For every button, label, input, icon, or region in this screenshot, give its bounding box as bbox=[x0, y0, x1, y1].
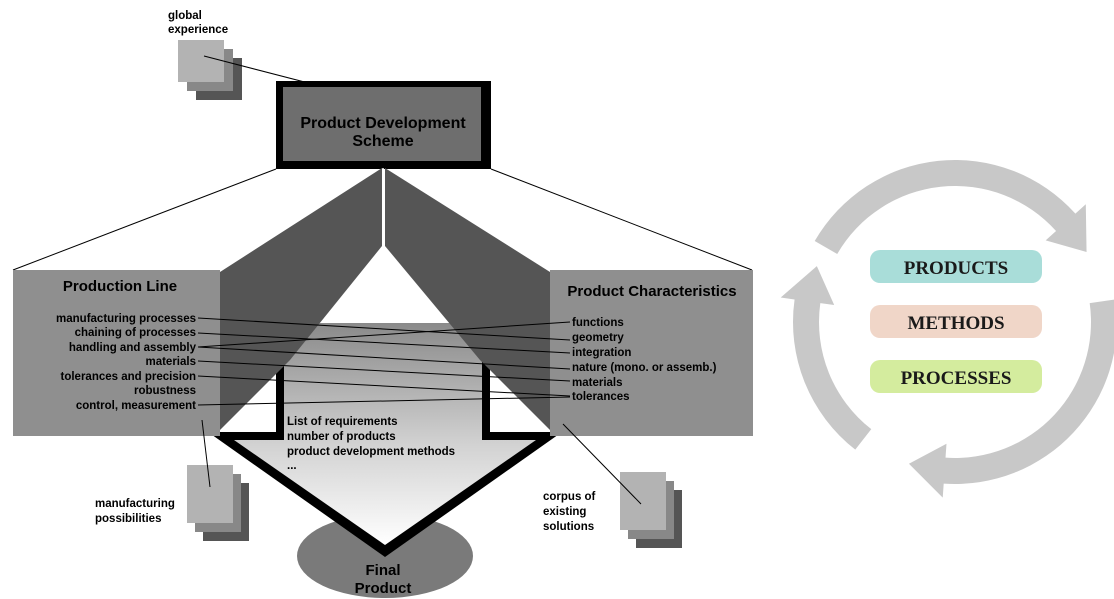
global-experience-document-icon bbox=[178, 40, 242, 100]
production-item: manufacturing processes bbox=[56, 313, 196, 325]
fan-line-left bbox=[12, 168, 277, 271]
product-characteristics-title: Product Characteristics bbox=[567, 283, 736, 300]
cycle-diagram bbox=[780, 159, 1114, 498]
characteristic-item: geometry bbox=[572, 332, 624, 344]
production-item: materials bbox=[145, 356, 196, 368]
production-line-items: manufacturing processes chaining of proc… bbox=[56, 313, 197, 412]
manufacturing-connector bbox=[201, 419, 211, 488]
cycle-labels: PRODUCTS METHODS PROCESSES bbox=[870, 250, 1042, 393]
right-wing bbox=[385, 168, 550, 430]
processes-label: PROCESSES bbox=[901, 368, 1012, 389]
characteristic-item: functions bbox=[572, 317, 624, 329]
methods-label: METHODS bbox=[907, 313, 1004, 334]
product-development-scheme-box bbox=[276, 81, 491, 169]
characteristic-item: tolerances bbox=[572, 391, 630, 403]
corpus-document-icon bbox=[620, 472, 682, 548]
requirement-item: number of products bbox=[287, 431, 396, 443]
production-item: handling and assembly bbox=[69, 342, 197, 354]
production-item: tolerances and precision bbox=[61, 371, 197, 383]
cycle-arrow-2 bbox=[908, 299, 1114, 498]
final-product-label: Final bbox=[365, 562, 400, 579]
product-characteristics-panel bbox=[550, 270, 753, 436]
scheme-title: Product Development bbox=[300, 115, 466, 132]
cycle-arrow-3 bbox=[780, 266, 872, 450]
product-characteristics-items: functions geometry integration nature (m… bbox=[572, 317, 717, 403]
manufacturing-possibilities-label-2: possibilities bbox=[95, 513, 161, 525]
products-label: PRODUCTS bbox=[904, 258, 1009, 279]
corpus-label-3: solutions bbox=[543, 521, 594, 533]
characteristic-item: materials bbox=[572, 377, 623, 389]
cycle-arrow-1 bbox=[814, 159, 1087, 254]
requirement-item: List of requirements bbox=[287, 416, 398, 428]
production-item: robustness bbox=[134, 385, 196, 397]
manufacturing-possibilities-document-icon bbox=[187, 465, 249, 541]
characteristic-item: integration bbox=[572, 347, 631, 359]
cross-link-lines bbox=[197, 317, 571, 406]
production-item: chaining of processes bbox=[75, 327, 196, 339]
corpus-label-2: existing bbox=[543, 506, 586, 518]
manufacturing-possibilities-label: manufacturing bbox=[95, 498, 175, 510]
methods-pill bbox=[870, 305, 1042, 338]
fan-line-right bbox=[490, 168, 753, 271]
final-product-label-2: Product bbox=[355, 580, 412, 597]
production-line-title: Production Line bbox=[63, 278, 177, 295]
production-line-panel bbox=[13, 270, 220, 436]
products-pill bbox=[870, 250, 1042, 283]
global-experience-label: global bbox=[168, 10, 202, 22]
characteristic-item: nature (mono. or assemb.) bbox=[572, 362, 717, 374]
requirement-item: product development methods bbox=[287, 446, 455, 458]
requirement-item: ... bbox=[287, 460, 297, 472]
scheme-title-2: Scheme bbox=[352, 133, 413, 150]
corpus-connector bbox=[562, 423, 642, 505]
processes-pill bbox=[870, 360, 1042, 393]
production-item: control, measurement bbox=[76, 400, 196, 412]
global-experience-label-2: experience bbox=[168, 24, 228, 36]
corpus-label: corpus of bbox=[543, 491, 596, 503]
